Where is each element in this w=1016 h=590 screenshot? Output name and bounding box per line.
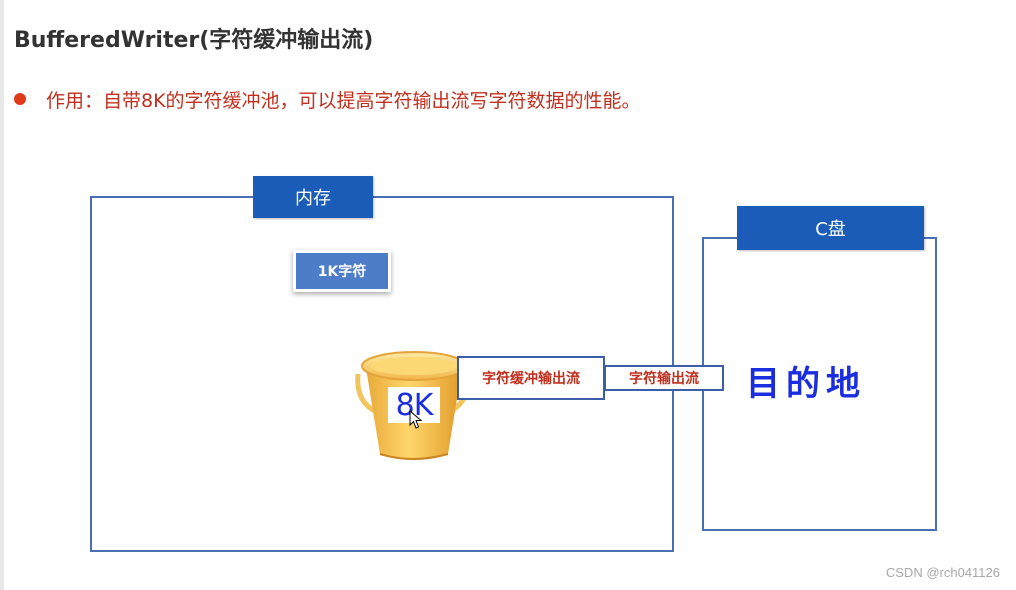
bullet-dot-icon — [14, 93, 26, 105]
bullet-point: 作用：自带8K的字符缓冲池，可以提高字符输出流写字符数据的性能。 — [14, 86, 641, 112]
disk-label: C盘 — [737, 206, 924, 250]
watermark: CSDN @rch041126 — [885, 565, 1000, 580]
bullet-text: 作用：自带8K的字符缓冲池，可以提高字符输出流写字符数据的性能。 — [46, 89, 641, 112]
memory-label: 内存 — [253, 176, 373, 218]
char-chip-label: 1K字符 — [296, 253, 388, 289]
buffered-writer-stream: 字符缓冲输出流 — [457, 356, 605, 400]
char-chip: 1K字符 — [293, 250, 391, 292]
mouse-cursor-icon — [409, 410, 423, 429]
page-title: BufferedWriter(字符缓冲输出流) — [14, 28, 374, 53]
destination-label: 目的地 — [746, 364, 866, 404]
left-edge-strip — [0, 0, 4, 590]
writer-stream: 字符输出流 — [604, 365, 724, 391]
